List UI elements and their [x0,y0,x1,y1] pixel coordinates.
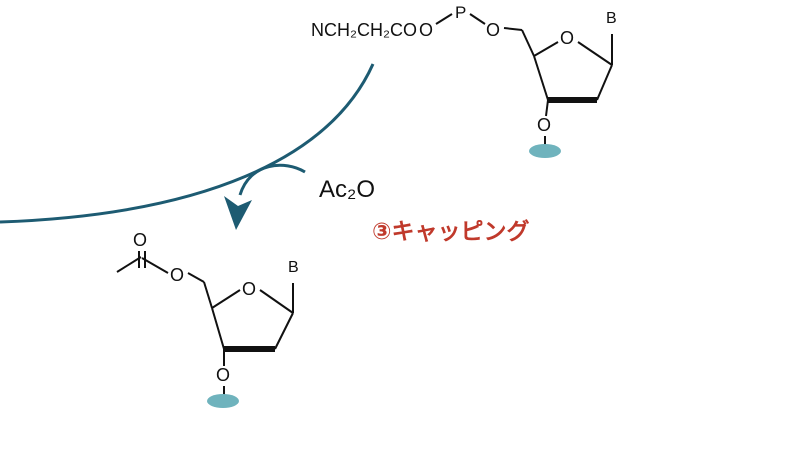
bottom-base: B [288,259,299,276]
top-substituent: NCH₂CH₂CO [311,20,417,40]
bottom-carbonyl-o: O [133,230,147,250]
top-base: B [606,10,617,27]
bottom-solid-support [207,394,239,408]
bottom-o3: O [216,365,230,385]
bottom-molecule: O O O B O [116,230,299,408]
bottom-bonds [116,251,294,366]
top-bonds [435,13,613,117]
top-solid-support [529,144,561,158]
top-o3: O [537,115,551,135]
top-ring-o: O [560,28,574,48]
step-label: ③キャッピング [372,218,529,245]
top-p: P [455,3,466,22]
top-o1: O [419,20,433,40]
reaction-arrow-shaft [238,163,306,196]
reaction-curve [0,63,375,224]
bottom-ester-o: O [170,265,184,285]
top-o2: O [486,20,500,40]
reaction-arrow-head [224,196,252,230]
bottom-ring-o: O [242,279,256,299]
reagent-label: Ac₂O [319,176,375,203]
top-molecule: NCH₂CH₂CO O P O O B O [311,3,617,158]
